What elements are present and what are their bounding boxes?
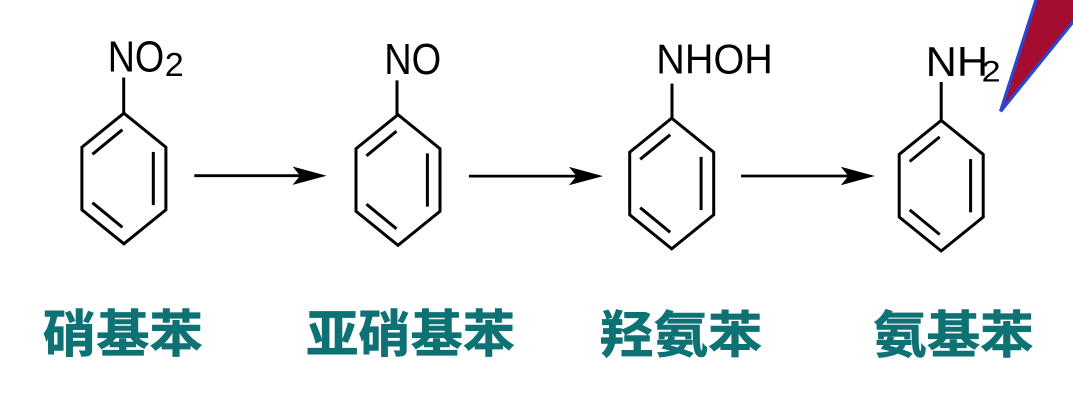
svg-text:NH: NH [926, 38, 989, 85]
svg-text:2: 2 [165, 46, 184, 83]
svg-text:NHOH: NHOH [656, 35, 773, 82]
svg-text:NO: NO [384, 36, 441, 84]
svg-text:2: 2 [982, 55, 1001, 88]
svg-text:NO: NO [108, 33, 165, 81]
